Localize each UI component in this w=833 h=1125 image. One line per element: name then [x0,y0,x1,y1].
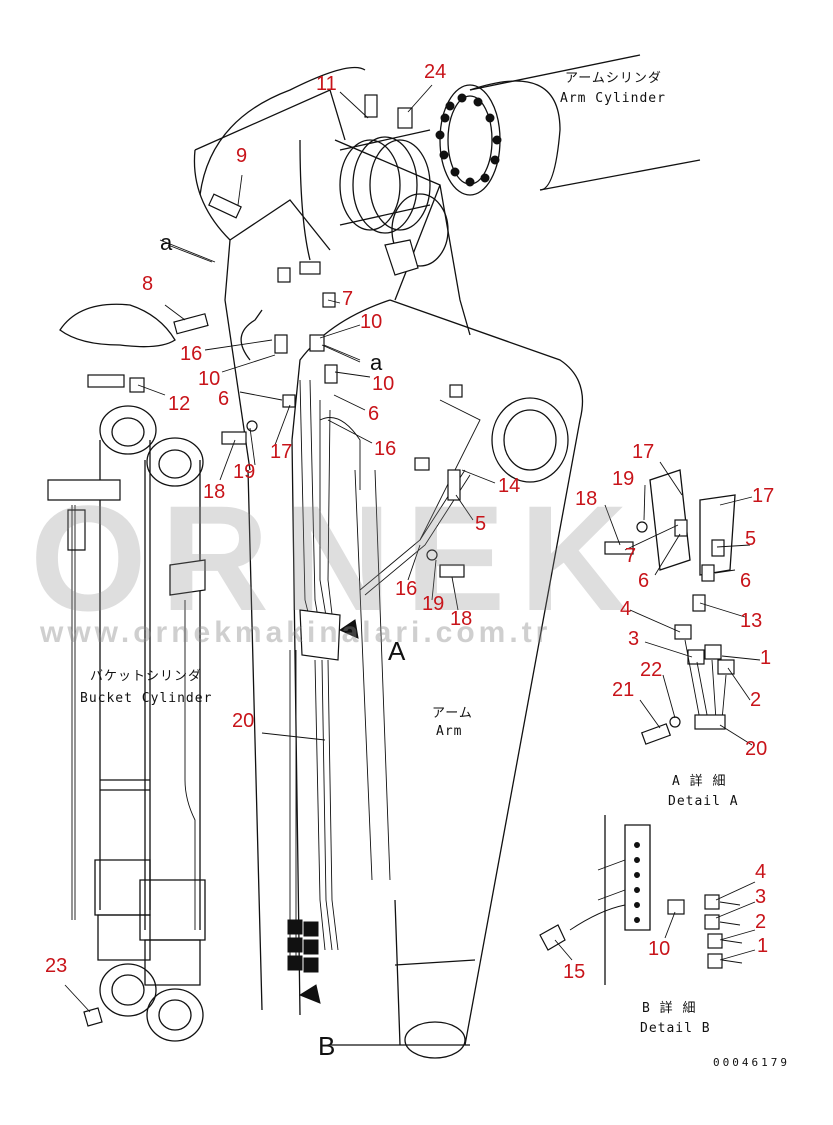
bucket-cylinder-jp-label: バケットシリンダ [90,669,202,684]
fitting-block-b [287,919,319,973]
callout-22: 22 [640,659,662,681]
callout-19-left: 19 [233,461,255,483]
callout-1-detail-a: 1 [760,647,771,669]
callout-5-mid: 5 [475,513,486,535]
callout-19-detail-a: 19 [612,468,634,490]
callout-13: 13 [740,610,762,632]
arm-pin-boss [491,397,569,483]
section-a-top-marker: a [160,230,173,255]
callout-7: 7 [342,288,353,310]
arm-jp-label: アーム [432,706,473,721]
callout-4-detail-a: 4 [620,598,631,620]
arm-cylinder-pin-bracket [391,193,449,267]
callout-15: 15 [563,961,585,983]
view-a-marker: A [388,636,406,666]
callout-8: 8 [142,273,153,295]
callout-18-mid: 18 [450,608,472,630]
arm-body [193,89,584,1059]
callout-6-detail-a-right: 6 [740,570,751,592]
section-a-mid-marker: a [370,350,383,375]
detail-b-jp-label: B 詳 細 [642,1000,696,1016]
callout-21: 21 [612,679,634,701]
callout-11: 11 [316,73,337,95]
hose-routing [59,66,481,1004]
detail-a [604,469,736,745]
watermark: ORNEK www.ornekmakinalari.com.tr [30,474,642,649]
arm-cylinder [339,54,701,276]
callout-16-low: 16 [395,578,417,600]
callout-10-top: 10 [360,311,382,333]
callout-10-mid: 10 [372,373,394,395]
arm-cylinder-jp-label: アームシリンダ [565,71,662,86]
leader-lines [64,84,761,1013]
hose-loop-8 [59,303,176,348]
callout-17: 17 [270,441,292,463]
callout-2-detail-a: 2 [750,689,761,711]
callout-20-detail-a: 20 [745,738,767,760]
arm-en-label: Arm [436,724,462,739]
callout-numbers: 11 24 9 8 7 10 16 10 10 6 12 6 16 17 19 … [45,61,774,983]
callout-10-left: 10 [198,368,220,390]
callout-14: 14 [498,475,520,497]
watermark-brand: ORNEK [30,474,642,642]
detail-a-jp-label: A 詳 細 [672,773,726,789]
callout-3-detail-b: 3 [755,886,766,908]
detail-a-en-label: Detail A [668,794,739,809]
text-labels: アームシリンダ Arm Cylinder バケットシリンダ Bucket Cyl… [80,71,790,1069]
callout-4-detail-b: 4 [755,861,766,883]
callout-17-detail-a-left: 17 [632,441,654,463]
callout-6-mid: 6 [368,403,379,425]
arm-cylinder-en-label: Arm Cylinder [560,91,666,106]
bucket-cylinder-en-label: Bucket Cylinder [80,691,212,706]
callout-20-arm: 20 [232,710,254,732]
callout-9: 9 [236,145,247,167]
callout-17-detail-a-right: 17 [752,485,774,507]
drawing-code: 00046179 [713,1056,790,1069]
callout-24: 24 [424,61,446,83]
grease-fitting-23 [83,1007,103,1027]
callout-5-detail-a: 5 [745,528,756,550]
callout-6-detail-a-left: 6 [638,570,649,592]
callout-1-detail-b: 1 [757,935,768,957]
callout-18-detail-a: 18 [575,488,597,510]
callout-16-mid: 16 [374,438,396,460]
callout-6-left: 6 [218,388,229,410]
callout-23: 23 [45,955,67,977]
bucket-cylinder [47,405,206,1042]
direction-arrow [298,619,359,1004]
hose-loop-9 [199,66,366,196]
callout-3-detail-a: 3 [628,628,639,650]
callout-19-mid: 19 [422,593,444,615]
detail-b-en-label: Detail B [640,1021,711,1036]
callout-16-left: 16 [180,343,202,365]
callout-12: 12 [168,393,190,415]
view-b-marker: B [318,1031,335,1061]
callout-18-left: 18 [203,481,225,503]
detail-b [539,815,743,985]
watermark-url: www.ornekmakinalari.com.tr [39,616,551,649]
callout-2-detail-b: 2 [755,911,766,933]
callout-10-detail-b: 10 [648,938,670,960]
callout-7-detail-a: 7 [625,545,636,567]
